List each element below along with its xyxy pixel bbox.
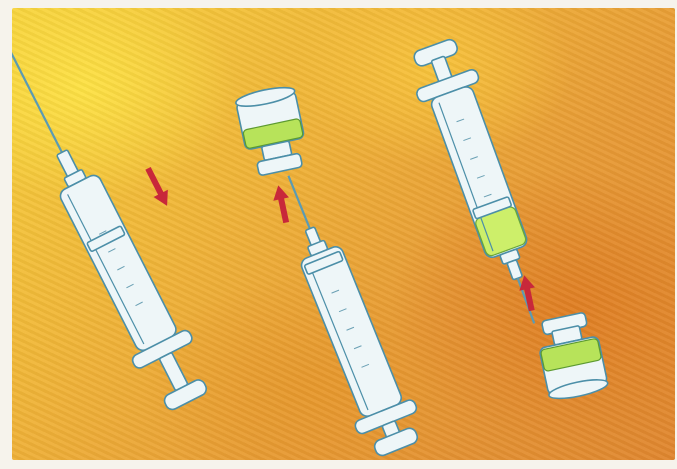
vial-icon xyxy=(534,311,610,403)
syringe-2-needle xyxy=(288,176,310,232)
syringe-illustration xyxy=(12,8,675,460)
syringe-3 xyxy=(403,34,564,334)
arrow-icon xyxy=(270,184,294,224)
syringe-1-needle xyxy=(12,19,62,153)
vial-icon xyxy=(234,84,310,178)
arrow-icon xyxy=(516,274,539,313)
syringe-1 xyxy=(12,8,218,416)
syringe-1-plunger xyxy=(159,352,188,390)
arrow-icon xyxy=(141,165,174,210)
syringe-3-hub xyxy=(507,260,523,280)
